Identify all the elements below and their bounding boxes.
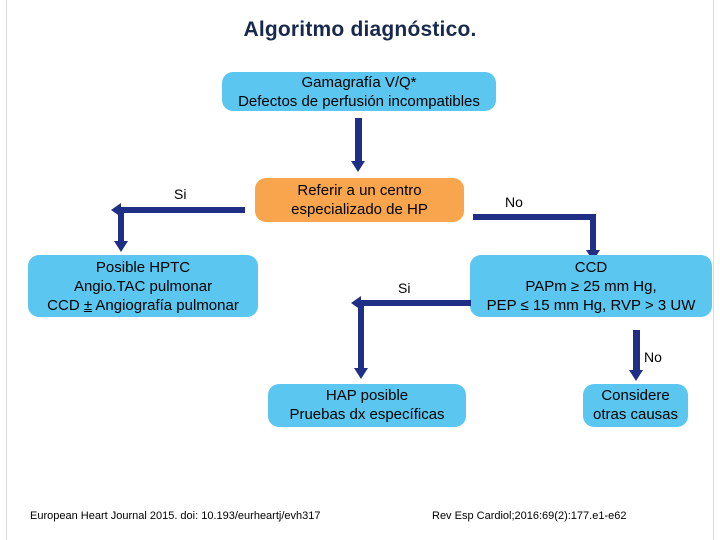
- node-ccd-line2: PAPm ≥ 25 mm Hg,: [525, 278, 657, 295]
- node-hap-possible-line1: HAP posible: [325, 387, 409, 404]
- node-hptc: Posible HPTC Angio.TAC pulmonar CCD ± An…: [28, 255, 258, 317]
- connector-referral-yes-horizontal: [118, 207, 245, 213]
- node-hap-possible: HAP posible Pruebas dx específicas: [268, 384, 466, 427]
- node-ccd-line1: CCD: [574, 259, 608, 276]
- connector-ccd-no-arrowhead: [629, 370, 643, 381]
- node-hptc-line2: Angio.TAC pulmonar: [73, 278, 213, 295]
- node-hptc-line3-post: Angiografía pulmonar: [92, 297, 239, 314]
- connector-referral-no-vertical: [590, 214, 596, 252]
- connector-ccd-no-vertical: [633, 330, 640, 372]
- connector-vq-to-referral-arrowhead: [351, 161, 365, 172]
- node-referral: Referir a un centro especializado de HP: [255, 178, 464, 222]
- node-other-causes-line2: otras causas: [592, 406, 679, 423]
- node-other-causes: Considere otras causas: [583, 384, 688, 427]
- connector-ccd-yes-tail-arrowhead: [351, 296, 361, 310]
- footer-reference-left: European Heart Journal 2015. doi: 10.193…: [30, 510, 321, 522]
- node-hptc-line3-symbol: ±: [83, 297, 93, 314]
- connector-referral-no-horizontal: [473, 214, 596, 220]
- node-ccd-line3: PEP ≤ 15 mm Hg, RVP > 3 UW: [486, 297, 696, 314]
- node-referral-line1: Referir a un centro: [297, 182, 422, 199]
- edge-label-referral-no: No: [505, 194, 523, 210]
- edge-label-ccd-yes: Si: [398, 280, 411, 296]
- node-vq-scan: Gamagrafía V/Q* Defectos de perfusión in…: [222, 72, 496, 111]
- connector-referral-yes-vertical: [118, 207, 124, 243]
- connector-ccd-yes-vertical: [358, 300, 364, 370]
- node-hap-possible-line2: Pruebas dx específicas: [289, 406, 445, 423]
- page-rule-right: [713, 0, 714, 540]
- node-other-causes-line1: Considere: [601, 387, 670, 404]
- page-rule-left: [6, 0, 7, 540]
- node-hptc-line3: CCD ± Angiografía pulmonar: [47, 296, 239, 315]
- node-vq-scan-line2: Defectos de perfusión incompatibles: [238, 93, 480, 110]
- connector-ccd-yes-arrowhead: [354, 368, 368, 379]
- node-referral-line2: especializado de HP: [291, 201, 428, 218]
- page-title: Algoritmo diagnóstico.: [243, 18, 477, 41]
- footer-reference-right: Rev Esp Cardiol;2016:69(2):177.e1-e62: [432, 510, 627, 522]
- node-vq-scan-line1: Gamagrafía V/Q*: [301, 74, 417, 91]
- connector-ccd-yes-horizontal: [358, 300, 471, 306]
- node-hptc-line1: Posible HPTC: [95, 259, 191, 276]
- connector-referral-yes-arrowhead: [114, 241, 128, 252]
- connector-referral-yes-tail-arrowhead: [111, 203, 121, 217]
- node-ccd: CCD PAPm ≥ 25 mm Hg, PEP ≤ 15 mm Hg, RVP…: [470, 255, 712, 317]
- edge-label-ccd-no: No: [644, 349, 662, 365]
- connector-vq-to-referral-stem: [355, 118, 362, 162]
- edge-label-referral-yes: Si: [174, 186, 187, 202]
- node-hptc-line3-pre: CCD: [47, 297, 84, 314]
